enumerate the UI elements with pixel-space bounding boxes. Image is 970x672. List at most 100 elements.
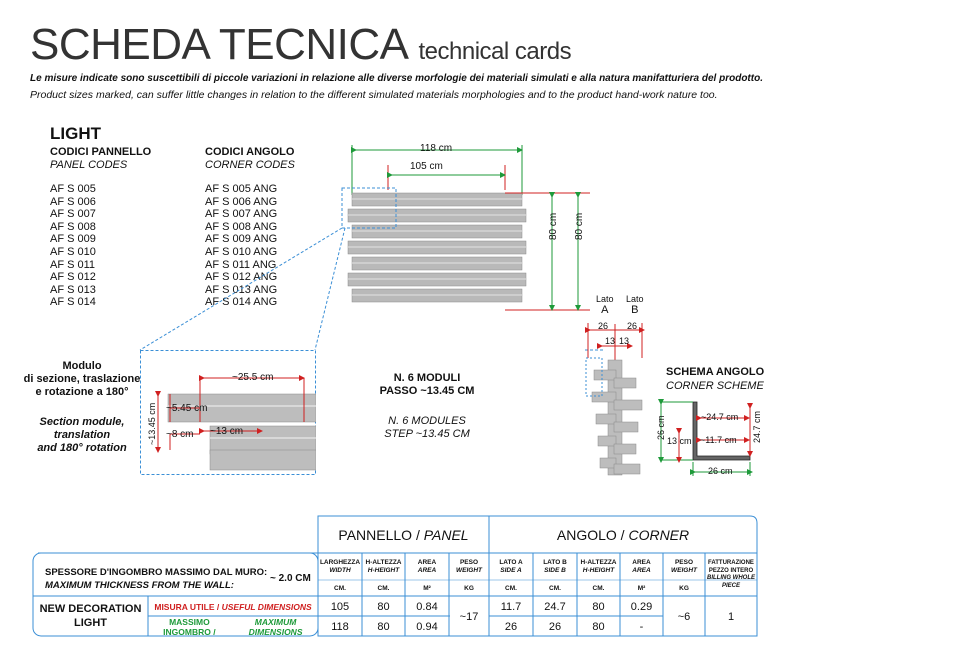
cell-useful-side-b: 24.7 <box>544 600 566 613</box>
head-l2: WEIGHT <box>456 567 482 574</box>
module-en-line: translation <box>53 429 111 441</box>
row-label-1: NEW DECORATION <box>39 603 142 615</box>
cell-useful-height: 80 <box>377 600 390 613</box>
panel-code: AF S 008 <box>50 220 96 233</box>
max-dimensions-label: MASSIMO INGOMBRO / MAXIMUM DIMENSIONS <box>148 616 318 637</box>
modules-en-1: N. 6 MODULES <box>388 415 466 427</box>
row-label-2: LIGHT <box>74 617 107 629</box>
unit-side-a: CM. <box>505 584 517 592</box>
corner-title-text: ANGOLO / <box>556 527 625 543</box>
cell-max-side-a: 26 <box>504 620 518 633</box>
modules-info-it: N. 6 MODULI PASSO ~13.45 CM <box>372 372 482 398</box>
corner-code: AF S 005 ANG <box>205 183 278 195</box>
panel-code: AF S 013 <box>50 283 96 296</box>
lato-b-letter: B <box>631 304 639 316</box>
corner-d26a: 26 <box>598 321 609 331</box>
head-l2: WEIGHT <box>671 567 697 574</box>
head-l2: H-HEIGHT <box>367 567 400 574</box>
useful-dimensions-label: MISURA UTILE / USEFUL DIMENSIONS <box>148 597 318 616</box>
useful-en: USEFUL DIMENSIONS <box>221 601 312 612</box>
product-name: LIGHT <box>50 124 101 143</box>
panel-code: AF S 011 <box>50 258 96 271</box>
unit-area: M² <box>423 584 431 592</box>
panel-codes-label: CODICI PANNELLO <box>50 146 152 158</box>
scheme-13v: 13 cm <box>667 436 692 446</box>
table-panel-title: PANNELLO / PANEL <box>318 522 489 548</box>
useful-it: MISURA UTILE / <box>154 601 220 612</box>
corner-code: AF S 006 ANG <box>205 195 278 208</box>
panel-code: AF S 014 <box>50 296 96 309</box>
unit-corner-height: CM. <box>592 584 605 592</box>
corner-code: AF S 007 ANG <box>205 208 278 221</box>
cell-billing: 1 <box>727 610 735 623</box>
corner-code: AF S 010 ANG <box>205 245 278 258</box>
unit-side-b: CM. <box>549 584 561 592</box>
module-it-line: e rotazione a 180° <box>35 386 129 398</box>
head-l1: H-ALTEZZA <box>365 559 402 566</box>
cell-max-width: 118 <box>331 620 349 633</box>
corner-code: AF S 008 ANG <box>205 220 278 233</box>
cell-useful-corner-height: 80 <box>592 600 605 613</box>
head-l2: AREA <box>632 567 651 574</box>
dim-width-inner: 105 cm <box>410 161 443 172</box>
corner-codes-label: CODICI ANGOLO <box>205 146 295 158</box>
unit-height: CM. <box>377 584 390 592</box>
lato-a-text: Lato <box>596 294 614 304</box>
cell-corner-weight: ~6 <box>677 610 691 623</box>
title-main: SCHEDA TECNICA <box>30 20 409 69</box>
cell-max-side-b: 26 <box>548 620 562 633</box>
cell-max-corner-area: - <box>639 620 644 633</box>
module-it-line: di sezione, traslazione <box>23 373 141 385</box>
head-l1: LARGHEZZA <box>319 559 361 566</box>
panel-title-en: PANEL <box>423 527 469 543</box>
max-it: MASSIMO INGOMBRO / <box>163 616 216 637</box>
head-l1: PESO <box>674 559 694 566</box>
cell-max-height: 80 <box>377 620 390 633</box>
head-l1: LATO B <box>543 559 567 566</box>
modules-it-2: PASSO ~13.45 CM <box>379 385 475 397</box>
corner-code: AF S 009 ANG <box>205 233 278 246</box>
module-dim-width: ~25.5 cm <box>232 372 274 383</box>
thickness-en: MAXIMUM THICKNESS FROM THE WALL: <box>45 580 234 591</box>
panel-code: AF S 012 <box>50 271 96 284</box>
cell-useful-area: 0.84 <box>416 600 438 613</box>
title-subtitle: technical cards <box>418 38 572 65</box>
corner-code: AF S 014 ANG <box>205 296 278 309</box>
module-desc-it: Modulo di sezione, traslazione e rotazio… <box>22 360 142 399</box>
max-en: MAXIMUM DIMENSIONS <box>248 616 303 637</box>
corner-scheme-drawing <box>658 399 753 476</box>
head-l2: BILLING WHOLE PIECE <box>707 575 755 589</box>
table-corner-title: ANGOLO / CORNER <box>489 522 757 548</box>
corner-codes-label-en: CORNER CODES <box>205 159 295 171</box>
unit-width: CM. <box>334 584 346 592</box>
modules-it-1: N. 6 MODULI <box>393 372 461 384</box>
head-l1: AREA <box>417 559 437 566</box>
corner-code: AF S 013 ANG <box>205 283 278 296</box>
head-l1: LATO A <box>499 559 523 566</box>
note-italian: Le misure indicate sono suscettibili di … <box>30 73 763 84</box>
head-l2: H-HEIGHT <box>582 567 615 574</box>
panel-code: AF S 010 <box>50 245 96 258</box>
module-dim-8: ~8 cm <box>166 429 194 440</box>
unit-corner-area: M² <box>637 584 646 592</box>
panel-title-text: PANNELLO / <box>338 527 420 543</box>
row-label: NEW DECORATION LIGHT <box>33 598 148 634</box>
modules-info-en: N. 6 MODULES STEP ~13.45 CM <box>372 415 482 441</box>
module-drawing <box>140 350 316 475</box>
head-l1: FATTURAZIONE PEZZO INTERO <box>708 560 754 574</box>
head-l2: SIDE B <box>544 567 566 574</box>
head-l1: AREA <box>632 559 651 566</box>
head-l1: PESO <box>459 559 479 566</box>
panel-drawing <box>341 145 590 311</box>
module-dim-13: ~13 cm <box>210 426 244 437</box>
